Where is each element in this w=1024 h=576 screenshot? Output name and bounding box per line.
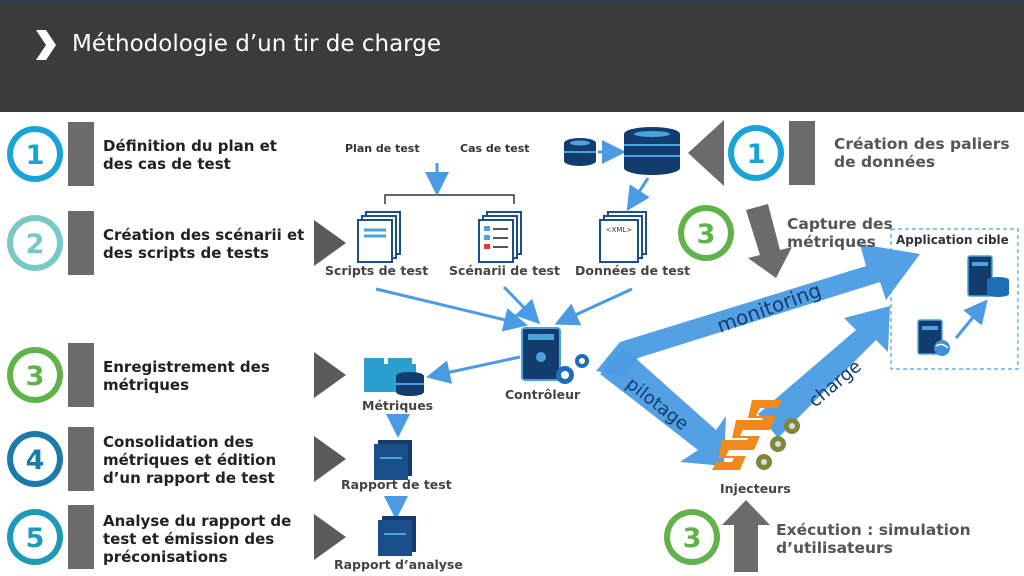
step-3-label: Enregistrement des métriques [103, 358, 270, 394]
svg-text:1: 1 [747, 139, 766, 170]
header-bar: Méthodologie d’un tir de charge [0, 0, 1024, 112]
charge-arrow [758, 306, 890, 438]
pilotage-arrow [600, 348, 726, 466]
controleur-label: Contrôleur [505, 387, 581, 402]
page-title: Méthodologie d’un tir de charge [72, 31, 441, 57]
right-step-badge-execution: 3 [664, 500, 770, 572]
plan-de-test-label: Plan de test [345, 142, 420, 155]
capture-label: Capture des métriques [787, 215, 893, 251]
scenarii-document-icon [478, 211, 522, 263]
step-2-label: Création des scénarii et des scripts de … [103, 226, 305, 262]
monitoring-arrow [596, 244, 920, 376]
pointer-triangle [314, 514, 346, 560]
web-server-icon [917, 319, 950, 356]
database-icon [564, 138, 596, 166]
large-database-icon [624, 127, 680, 175]
step-4-label: Consolidation des métriques et édition d… [103, 433, 277, 487]
test-report-book-icon [374, 440, 412, 480]
step-number-3: 3 [26, 361, 45, 392]
rapport-de-test-label: Rapport de test [341, 477, 452, 492]
injecteurs-label: Injecteurs [720, 481, 791, 496]
right-step-badge-capture: 3 [678, 204, 792, 278]
pointer-triangle [314, 352, 346, 398]
metriques-label: Métriques [362, 398, 434, 413]
step-badge-2: 2 [7, 211, 94, 275]
rapport-analyse-label: Rapport d’analyse [334, 557, 463, 572]
step-number-5: 5 [26, 523, 45, 554]
execution-label: Exécution : simulation d’utilisateurs [776, 521, 971, 557]
up-arrow-icon [722, 500, 770, 572]
controller-server-icon [521, 327, 589, 384]
application-cible-label: Application cible [896, 233, 1009, 247]
cas-de-test-label: Cas de test [460, 142, 530, 155]
svg-text:3: 3 [683, 523, 702, 554]
step-badge-4: 4 [7, 427, 94, 491]
bracket [384, 194, 515, 204]
step-badge-3: 3 [7, 343, 94, 407]
step-number-1: 1 [26, 140, 45, 171]
injector-logo-icon [712, 400, 800, 470]
application-target-box [890, 228, 1019, 370]
analysis-report-book-icon [378, 516, 416, 556]
xml-tag-text: <XML> [606, 226, 633, 234]
pointer-triangle [314, 436, 346, 482]
down-arrow-icon [746, 204, 792, 278]
step-badge-5: 5 [7, 505, 94, 569]
step-5-label: Analyse du rapport de test et émission d… [103, 512, 292, 566]
app-server-icon [967, 255, 1009, 297]
scripts-de-test-label: Scripts de test [325, 263, 429, 278]
monitoring-label: monitoring [714, 278, 825, 338]
step-number-4: 4 [26, 445, 45, 476]
step-number-2: 2 [26, 229, 45, 260]
donnees-de-test-label: Données de test [575, 263, 691, 278]
chevron-right-icon [36, 30, 56, 60]
step-1-label: Définition du plan et des cas de test [103, 137, 277, 173]
xml-document-icon: <XML> [599, 211, 647, 263]
right-step-badge-1: 1 [688, 120, 815, 186]
svg-text:3: 3 [697, 219, 716, 250]
pointer-triangle [314, 220, 346, 266]
scripts-document-icon [357, 211, 401, 263]
scenarii-de-test-label: Scénarii de test [449, 263, 560, 278]
right-step-1-label: Création des paliers de données [834, 135, 1010, 171]
step-badge-1: 1 [7, 122, 94, 186]
metrics-folder-icon [364, 358, 424, 396]
